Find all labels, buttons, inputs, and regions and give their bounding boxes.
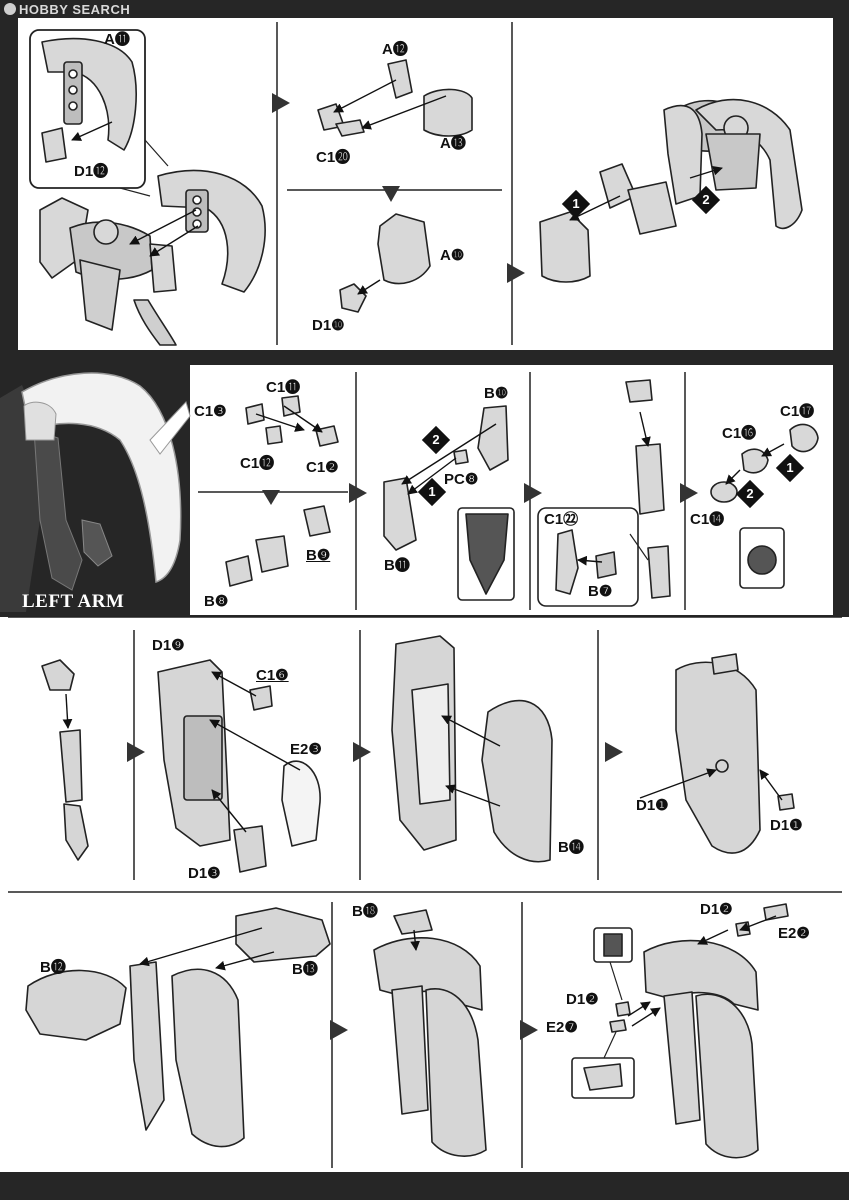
top-right-arrows: [569, 165, 723, 221]
elbow-parts: [225, 379, 819, 607]
label-d1-3: D1❸: [188, 865, 221, 882]
top-right-assembly: [539, 98, 803, 283]
step-number-1-joint: 1: [775, 453, 805, 483]
top-assembly-arrows: [71, 121, 199, 257]
label-a11: A⓫: [104, 31, 130, 48]
label-c1-3: C1❸: [194, 403, 227, 420]
label-c1-12: C1⓬: [240, 455, 275, 472]
label-d1-1-right: D1❶: [770, 817, 803, 834]
label-d1-2-top: D1❷: [700, 901, 733, 918]
label-b18: B⓲: [352, 903, 378, 920]
step-number-1-elbow: 1: [417, 477, 447, 507]
label-c1-11: C1⓫: [266, 379, 301, 396]
label-a12: A⓬: [382, 41, 408, 58]
section-title: LEFT ARM: [22, 591, 125, 612]
label-d1-9: D1❾: [152, 637, 185, 654]
forearm-arrows: [62, 671, 783, 833]
label-b10: B❿: [484, 385, 509, 402]
left-arm-reference: [0, 372, 191, 612]
label-c1-17: C1⓱: [780, 403, 815, 420]
label-b13: B⓭: [292, 961, 318, 978]
label-c1-2: C1❷: [306, 459, 339, 476]
upper-arm-arrows: [139, 915, 777, 1027]
upper-arm-parts: [25, 903, 789, 1159]
watermark: HOBBY SEARCH: [4, 2, 130, 17]
step-number-2-top: 2: [691, 185, 721, 215]
label-b7: B❼: [588, 583, 613, 600]
shoulder-joint-parts: [317, 59, 473, 313]
elbow-arrows: [255, 405, 785, 566]
label-c1-14: C1⓮: [690, 511, 725, 528]
step-number-2-elbow: 2: [421, 425, 451, 455]
label-b14: B⓮: [558, 839, 584, 856]
label-b8: B❽: [204, 593, 229, 610]
watermark-text: HOBBY SEARCH: [19, 2, 131, 17]
label-c1-22: C1㉒: [544, 511, 579, 528]
forearm-parts: [41, 635, 795, 873]
label-a10: A❿: [440, 247, 465, 264]
label-b12: B⓬: [40, 959, 66, 976]
label-e2-3: E2❸: [290, 741, 322, 758]
label-c1-20: C1⓴: [316, 149, 351, 166]
top-parts: [29, 29, 266, 346]
label-d1-1-left: D1❶: [636, 797, 669, 814]
label-a13: A⓭: [440, 135, 466, 152]
step-number-1-top: 1: [561, 189, 591, 219]
step-arrows: [127, 93, 698, 1040]
label-c1-6: C1❻: [256, 667, 289, 684]
label-pc8: PC❽: [444, 471, 479, 488]
step-number-2-joint: 2: [735, 479, 765, 509]
label-c1-16: C1⓰: [722, 425, 757, 442]
hobby-search-logo-icon: [4, 3, 16, 15]
label-d1-2-mid: D1❷: [566, 991, 599, 1008]
label-b11: B⓫: [384, 557, 410, 574]
label-e2-2: E2❷: [778, 925, 810, 942]
label-e2-7: E2❼: [546, 1019, 578, 1036]
shoulder-joint-arrows: [333, 79, 447, 295]
label-d1-12-top: D1⓬: [74, 163, 109, 180]
label-b9: B❾: [306, 547, 331, 564]
label-d1-10: D1❿: [312, 317, 345, 334]
callout-pointers: [603, 533, 649, 1059]
